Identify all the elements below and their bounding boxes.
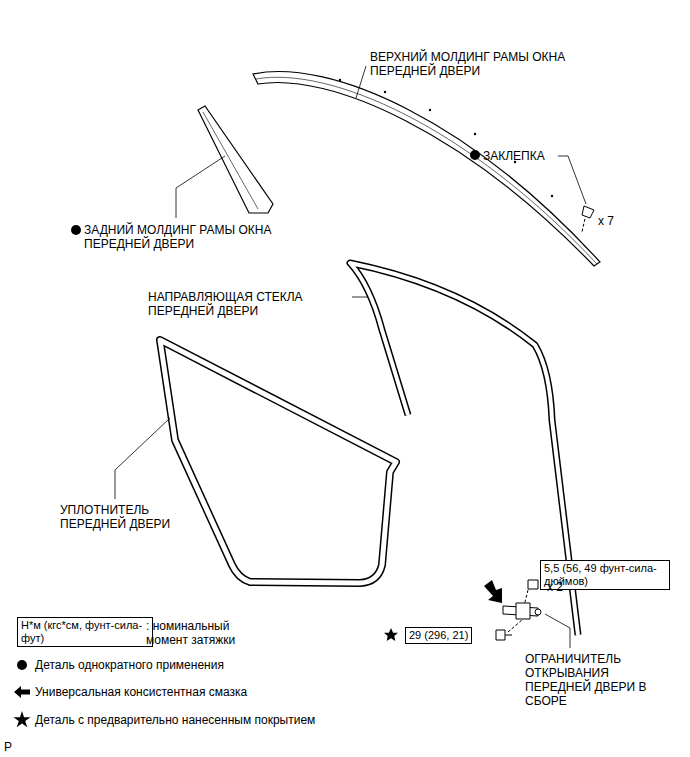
leader-line bbox=[545, 614, 570, 648]
leader-line bbox=[176, 156, 225, 218]
hole bbox=[551, 195, 553, 197]
bolt-shank bbox=[505, 635, 512, 636]
part-name: ЗАДНИЙ МОЛДИНГ РАМЫ ОКНА ПЕРЕДНЕЙ ДВЕРИ bbox=[84, 223, 294, 251]
rivet bbox=[582, 206, 594, 232]
hole bbox=[429, 109, 431, 111]
arrow-symbol bbox=[14, 686, 30, 698]
upper-molding-body bbox=[253, 72, 600, 266]
torque-box: Н*м (кгс*см, фунт-сила-фут) bbox=[17, 617, 153, 647]
torque-value: Н*м (кгс*см, фунт-сила-фут) bbox=[21, 619, 149, 645]
torque-box: 29 (296, 21) bbox=[405, 627, 472, 644]
check-stopper bbox=[535, 609, 541, 615]
rear-molding-edge bbox=[203, 112, 258, 209]
part-name: ВЕРХНИЙ МОЛДИНГ РАМЫ ОКНА ПЕРЕДНЕЙ ДВЕРИ bbox=[370, 50, 575, 78]
leader-lines bbox=[115, 66, 586, 648]
upper-molding bbox=[253, 72, 600, 266]
one-time-mark bbox=[71, 225, 81, 235]
legend-symbol bbox=[13, 711, 30, 727]
dot-symbol bbox=[17, 660, 27, 670]
legend-symbol bbox=[14, 686, 30, 698]
weatherstrip-outer bbox=[160, 340, 396, 583]
weatherstrip-inner bbox=[160, 340, 396, 583]
bolt bbox=[496, 630, 505, 640]
precoated-mark bbox=[384, 628, 398, 641]
leader-line bbox=[115, 418, 170, 499]
part-name: НАПРАВЛЯЮЩАЯ СТЕКЛА ПЕРЕДНЕЙ ДВЕРИ bbox=[148, 290, 348, 318]
torque-value: 29 (296, 21) bbox=[409, 629, 468, 642]
molding-holes bbox=[339, 79, 553, 197]
door-weatherstrip bbox=[160, 340, 396, 583]
part-name: ЗАКЛЕПКА bbox=[483, 149, 545, 163]
quantity-label: x 7 bbox=[598, 214, 614, 228]
legend-text: Деталь однократного применения bbox=[35, 658, 224, 672]
leader-line bbox=[356, 66, 366, 98]
hole bbox=[384, 91, 386, 93]
legend-text: Деталь с предварительно нанесенным покры… bbox=[35, 713, 315, 727]
rear-molding-body bbox=[198, 106, 273, 213]
hole bbox=[339, 79, 341, 81]
legend-text: Универсальная консистентная смазка bbox=[35, 685, 247, 699]
one-time-mark bbox=[470, 150, 480, 160]
rivet-head bbox=[582, 206, 594, 218]
door-check bbox=[496, 580, 541, 640]
leader-line bbox=[352, 297, 368, 298]
legend-note: : номинальный момент затяжки bbox=[146, 619, 251, 647]
bolt-dash bbox=[508, 620, 522, 632]
grease-arrow bbox=[484, 580, 502, 603]
legend-symbol bbox=[17, 660, 27, 670]
leader-line bbox=[558, 156, 586, 204]
part-name: ОГРАНИЧИТЕЛЬ ОТКРЫВАНИЯ ПЕРЕДНЕЙ ДВЕРИ В… bbox=[525, 652, 647, 708]
star-symbol bbox=[13, 711, 30, 727]
page-mark: P bbox=[4, 740, 12, 754]
hole bbox=[474, 133, 476, 135]
rear-molding bbox=[198, 106, 273, 213]
check-case bbox=[516, 603, 530, 619]
upper-molding-edge bbox=[256, 77, 597, 264]
bolt bbox=[528, 580, 538, 589]
part-name: УПЛОТНИТЕЛЬ ПЕРЕДНЕЙ ДВЕРИ bbox=[60, 503, 190, 531]
quantity-label: x 2 bbox=[547, 580, 563, 594]
